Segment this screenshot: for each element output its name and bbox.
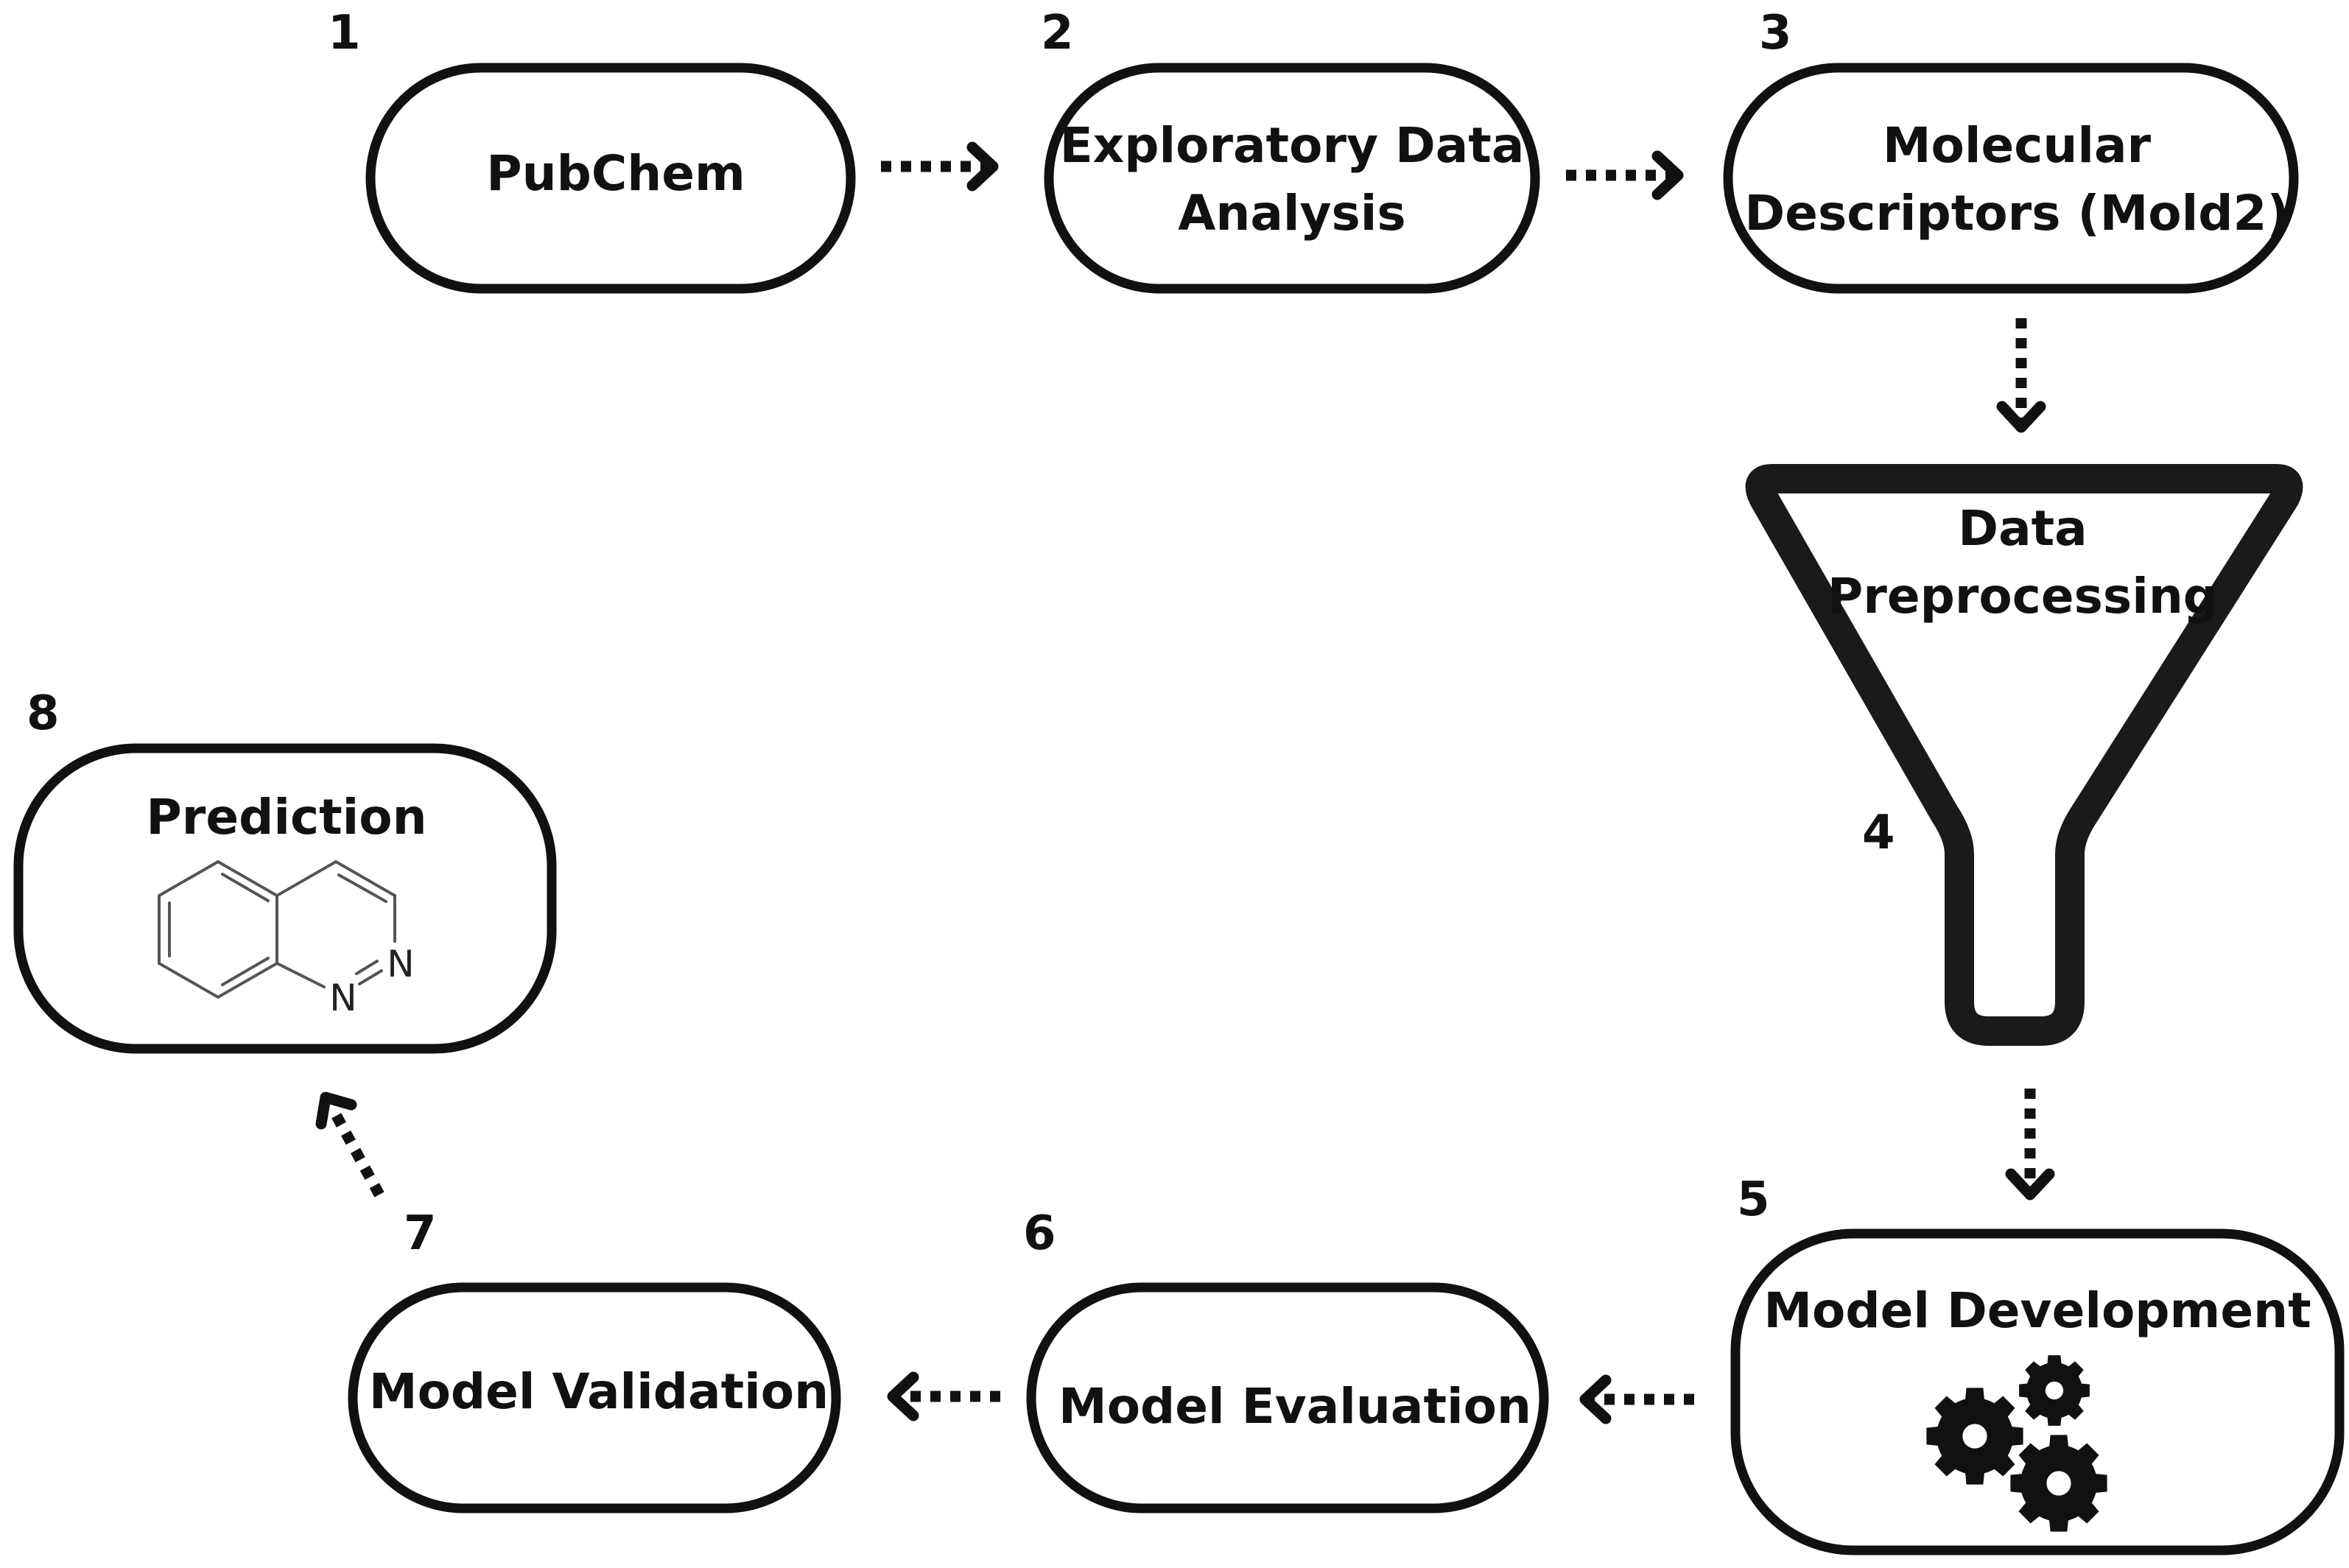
node-prediction: Prediction N N bbox=[13, 743, 557, 1054]
benzene-double-bond bbox=[221, 873, 270, 902]
node-model-development: Model Development bbox=[1730, 1228, 2345, 1555]
node-descriptors-shape bbox=[1723, 63, 2299, 294]
node-validation-label: Model Validation bbox=[369, 1363, 829, 1420]
arrow-descriptors-to-preprocessing bbox=[1996, 318, 2046, 433]
arrow-head bbox=[1651, 150, 1684, 200]
node-eda-label-line-2: Analysis bbox=[1178, 185, 1405, 242]
arrow-development-to-evaluation bbox=[1579, 1374, 1694, 1424]
arrow-validation-to-prediction bbox=[315, 1091, 385, 1198]
step-number-8: 8 bbox=[27, 686, 60, 741]
gear-hole bbox=[2045, 1381, 2064, 1400]
arrow-head bbox=[1579, 1374, 1612, 1424]
node-exploratory-data-analysis: Exploratory Data Analysis bbox=[1044, 63, 1540, 294]
step-number-5: 5 bbox=[1737, 1173, 1770, 1227]
step-number-2: 2 bbox=[1041, 6, 1074, 60]
gears-icon bbox=[1926, 1355, 2107, 1532]
ring-bond bbox=[275, 962, 326, 988]
node-prediction-shape bbox=[13, 743, 557, 1054]
azo-double-bond bbox=[355, 960, 379, 975]
step-number-3: 3 bbox=[1759, 6, 1792, 60]
step-number-1: 1 bbox=[328, 6, 361, 60]
arrow-evaluation-to-validation bbox=[887, 1371, 1000, 1421]
node-development-label: Model Development bbox=[1763, 1282, 2311, 1339]
node-pubchem-shape bbox=[365, 63, 856, 294]
funnel-icon bbox=[1745, 464, 2303, 1046]
atom-n-label: N bbox=[387, 943, 414, 985]
arrow-head bbox=[887, 1371, 919, 1421]
node-model-evaluation: Model Evaluation bbox=[1026, 1282, 1549, 1513]
benzene-double-bond bbox=[221, 957, 270, 986]
gear-hole bbox=[1962, 1424, 1987, 1449]
arrow-head bbox=[966, 141, 999, 191]
gear-icon bbox=[2019, 1355, 2090, 1426]
node-pubchem: PubChem bbox=[365, 63, 856, 294]
ring-bond bbox=[275, 860, 337, 897]
arrow-shaft bbox=[329, 1108, 385, 1198]
node-evaluation-shape bbox=[1026, 1282, 1549, 1513]
node-pubchem-label: PubChem bbox=[486, 145, 745, 202]
arrow-head bbox=[315, 1091, 357, 1130]
node-descriptors-label-line-1: Molecular bbox=[1883, 117, 2152, 174]
gear-icon bbox=[2010, 1435, 2107, 1532]
step-number-7: 7 bbox=[404, 1206, 437, 1261]
atom-n-label: N bbox=[329, 977, 357, 1019]
arrow-pubchem-to-eda bbox=[881, 141, 999, 191]
arrow-head bbox=[2005, 1168, 2055, 1200]
node-preprocessing-label-line-2: Preprocessing bbox=[1827, 568, 2218, 625]
node-prediction-label: Prediction bbox=[146, 789, 426, 845]
ring-double-bond bbox=[337, 873, 387, 903]
arrow-eda-to-descriptors bbox=[1566, 150, 1684, 200]
node-preprocessing-label-line-1: Data bbox=[1958, 500, 2087, 557]
node-validation-shape bbox=[348, 1282, 841, 1513]
step-number-6: 6 bbox=[1023, 1206, 1056, 1261]
azo-bond bbox=[358, 969, 383, 985]
node-eda-shape bbox=[1044, 63, 1540, 294]
node-descriptors-label-line-2: Descriptors (Mold2) bbox=[1744, 185, 2289, 242]
gear-hole bbox=[2046, 1471, 2071, 1496]
node-eda-label-line-1: Exploratory Data bbox=[1060, 117, 1525, 174]
node-evaluation-label: Model Evaluation bbox=[1058, 1378, 1531, 1435]
ring-bond bbox=[334, 860, 396, 897]
node-model-validation: Model Validation bbox=[348, 1282, 841, 1513]
node-data-preprocessing: Data Preprocessing bbox=[1745, 464, 2303, 1046]
node-molecular-descriptors: Molecular Descriptors (Mold2) bbox=[1723, 63, 2299, 294]
arrow-head bbox=[1996, 401, 2046, 433]
gear-icon bbox=[1926, 1388, 2023, 1485]
cinnoline-structure-icon: N N bbox=[158, 860, 415, 1019]
arrow-preprocessing-to-development bbox=[2005, 1089, 2055, 1200]
step-number-4: 4 bbox=[1862, 806, 1895, 860]
